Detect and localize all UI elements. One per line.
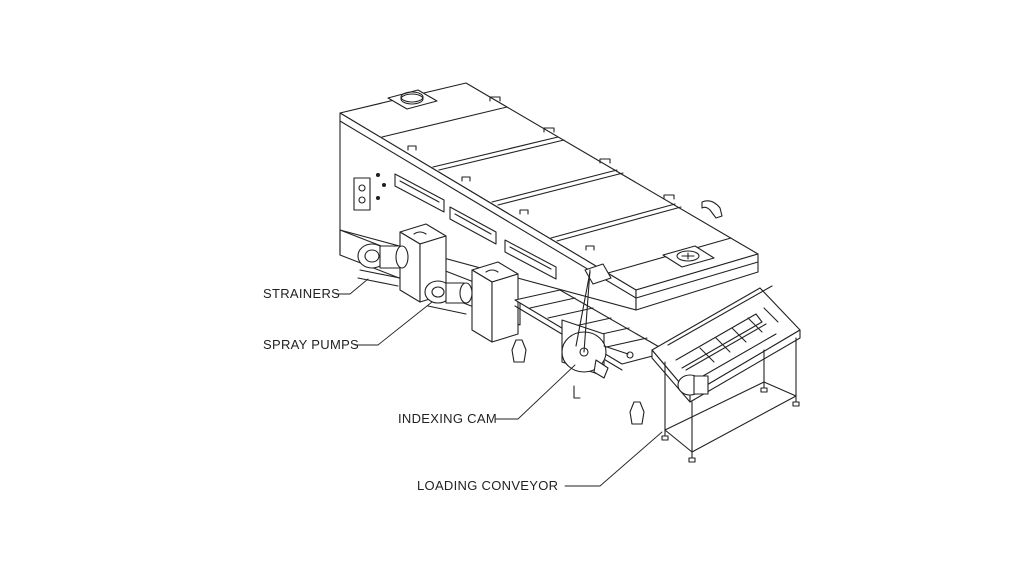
spray-pump-1: [357, 243, 409, 287]
label-indexing-cam: INDEXING CAM: [398, 411, 497, 426]
exhaust-vent-right: [662, 245, 715, 268]
leader-indexing-cam: [495, 364, 576, 420]
label-strainers: STRAINERS: [263, 286, 341, 301]
loading-conveyor: [651, 285, 801, 463]
leader-lines: [335, 278, 663, 487]
support-feet: [511, 339, 645, 425]
leader-spray-pumps: [354, 301, 433, 346]
inspection-windows: [394, 173, 557, 280]
indexing-cam: [561, 269, 634, 379]
spray-pump-2: [424, 280, 473, 315]
label-loading-conveyor: LOADING CONVEYOR: [417, 478, 559, 493]
control-panel: [353, 172, 387, 211]
label-spray-pumps: SPRAY PUMPS: [263, 337, 360, 352]
leader-strainers: [335, 278, 369, 295]
exhaust-vent-left: [387, 89, 438, 110]
leader-loading-conveyor: [564, 431, 663, 487]
strainer-tank-2: [471, 261, 519, 343]
cabinet-end: [635, 253, 759, 311]
